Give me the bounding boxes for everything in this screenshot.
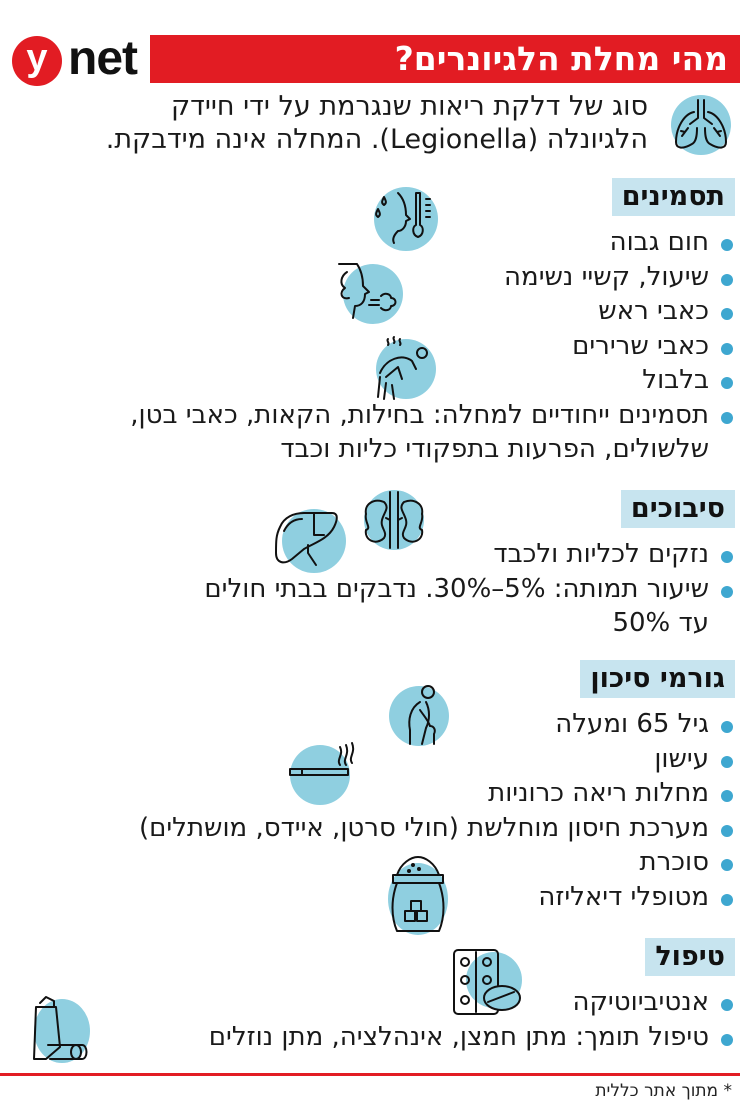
list-item: גיל 65 ומעלה: [139, 707, 735, 742]
list-item-text: שיעור תמותה: 5%–30%. נדבקים בבתי חולים: [204, 573, 709, 604]
list-item: נזקים לכליות ולכבד: [204, 537, 735, 572]
section-header-treatment: טיפול: [645, 938, 735, 976]
list-item-text: תסמינים ייחודיים למחלה: בחילות, הקאות, כ…: [130, 399, 709, 430]
liver-icon: [270, 505, 348, 575]
list-item: אנטיביוטיקה: [209, 985, 735, 1020]
symptoms-list: חום גבוה שיעול, קשיי נשימה כאבי ראש כאבי…: [130, 225, 735, 467]
list-item: טיפול תומך: מתן חמצן, אינהלציה, מתן נוזל…: [209, 1020, 735, 1055]
list-item: חום גבוה: [130, 225, 735, 260]
list-item: מערכת חיסון מוחלשת (חולי סרטן, איידס, מו…: [139, 811, 735, 846]
intro-line-1: סוג של דלקת ריאות שנגרמת על ידי חיידק: [170, 91, 648, 122]
list-item-continuation: עד 50%: [612, 608, 709, 638]
cigarette-icon: [288, 735, 360, 807]
list-item: מטופלי דיאליזה: [139, 880, 735, 915]
list-item: כאבי שרירים: [130, 329, 735, 364]
list-item: שיעול, קשיי נשימה: [130, 260, 735, 295]
intro-line-2: הלגיונלה (Legionella). המחלה אינה מידבקת…: [105, 124, 648, 155]
title-bar: מהי מחלת הלגיונרים?: [150, 35, 740, 83]
kidneys-icon: [362, 488, 426, 552]
list-item: עישון: [139, 742, 735, 777]
complications-list: נזקים לכליות ולכבד שיעור תמותה: 5%–30%. …: [204, 537, 735, 641]
pills-blister-icon: [450, 948, 522, 1018]
section-header-complications: סיבוכים: [620, 490, 735, 528]
list-item: תסמינים ייחודיים למחלה: בחילות, הקאות, כ…: [130, 398, 735, 467]
section-header-risk-factors: גורמי סיכון: [580, 660, 735, 698]
page-title: מהי מחלת הלגיונרים?: [394, 39, 728, 78]
fever-thermometer-icon: [372, 185, 440, 253]
elderly-person-icon: [386, 680, 452, 746]
treatment-list: אנטיביוטיקה טיפול תומך: מתן חמצן, אינהלצ…: [209, 985, 735, 1054]
sugar-sack-icon: [385, 855, 451, 935]
logo-y-circle: y: [12, 36, 62, 86]
risk-factors-list: גיל 65 ומעלה עישון מחלות ריאה כרוניות מע…: [139, 707, 735, 914]
inhaler-icon: [26, 993, 96, 1065]
list-item: בלבול: [130, 363, 735, 398]
lungs-icon: [668, 92, 734, 158]
cough-icon: [335, 258, 405, 328]
source-note: * מתוך אתר כללית: [595, 1081, 732, 1101]
list-item: כאבי ראש: [130, 294, 735, 329]
muscle-pain-icon: [372, 333, 440, 401]
ynet-logo[interactable]: y net: [12, 32, 147, 86]
list-item: מחלות ריאה כרוניות: [139, 776, 735, 811]
section-header-symptoms: תסמינים: [611, 178, 735, 216]
intro-text: סוג של דלקת ריאות שנגרמת על ידי חיידק הל…: [8, 90, 648, 156]
footer-divider: [0, 1073, 740, 1076]
logo-net-text: net: [68, 32, 138, 85]
list-item-continuation: שלשולים, הפרעות בתפקודי כליות וכבד: [280, 434, 709, 464]
list-item: שיעור תמותה: 5%–30%. נדבקים בבתי חולים ע…: [204, 572, 735, 641]
list-item: סוכרת: [139, 845, 735, 880]
